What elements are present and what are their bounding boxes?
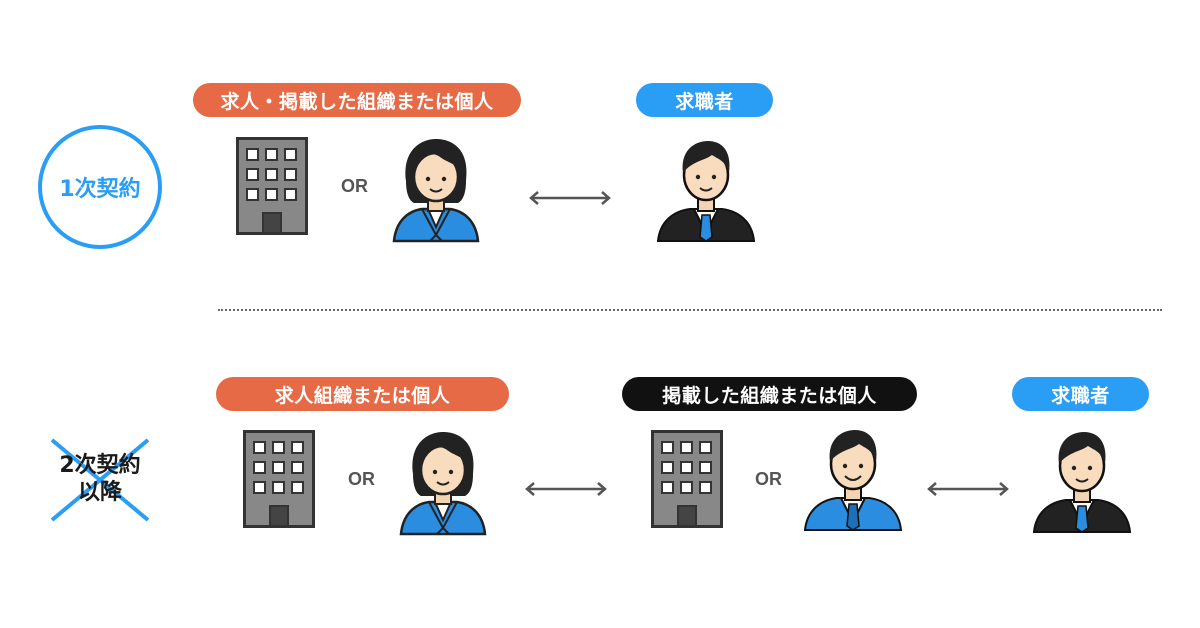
posting-org-label: 求人・掲載した組織または個人	[193, 83, 521, 117]
job-seeker-label-1: 求職者	[636, 83, 773, 117]
second-contract-badge: 2次契約 以降	[40, 452, 160, 506]
posting-org-label-2-text: 掲載した組織または個人	[662, 381, 877, 408]
second-contract-line1: 2次契約	[40, 452, 160, 479]
man-suit-icon	[656, 137, 756, 241]
man-blue-suit-icon	[803, 426, 903, 530]
job-seeker-label-1-text: 求職者	[675, 87, 734, 114]
first-contract-badge: 1次契約	[38, 125, 162, 249]
job-seeker-label-2-text: 求職者	[1051, 381, 1110, 408]
recruiting-org-label-text: 求人組織または個人	[275, 381, 451, 408]
or-label-2: OR	[348, 469, 375, 490]
woman-icon	[392, 137, 480, 241]
or-label-3: OR	[755, 469, 782, 490]
woman-icon	[399, 430, 487, 534]
job-seeker-label-2: 求職者	[1012, 377, 1149, 411]
man-suit-icon	[1032, 428, 1132, 532]
building-icon	[236, 137, 308, 235]
section-divider	[218, 309, 1162, 311]
building-icon	[651, 430, 723, 528]
second-contract-line2: 以降	[40, 479, 160, 506]
first-contract-label: 1次契約	[59, 171, 140, 203]
double-arrow-icon	[926, 481, 1010, 497]
building-icon	[243, 430, 315, 528]
double-arrow-icon	[524, 481, 608, 497]
double-arrow-icon	[528, 190, 612, 206]
recruiting-org-label: 求人組織または個人	[216, 377, 509, 411]
or-label-1: OR	[341, 176, 368, 197]
posting-org-label-2: 掲載した組織または個人	[622, 377, 917, 411]
posting-org-label-text: 求人・掲載した組織または個人	[220, 87, 493, 114]
